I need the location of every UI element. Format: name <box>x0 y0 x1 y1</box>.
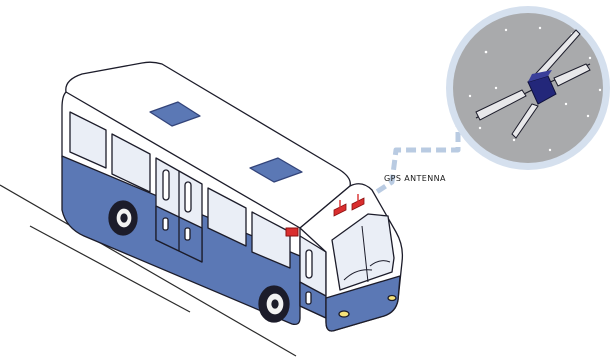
headlight <box>339 311 349 317</box>
gps-antenna-label: GPS ANTENNA <box>384 174 446 183</box>
satellite-inset <box>446 6 610 170</box>
door-handle-left <box>163 170 169 200</box>
side-marker-light <box>286 228 298 236</box>
front-wheel <box>259 286 289 322</box>
bus <box>62 62 402 331</box>
rear-wheel <box>109 201 137 235</box>
door-handle-right <box>185 182 191 212</box>
